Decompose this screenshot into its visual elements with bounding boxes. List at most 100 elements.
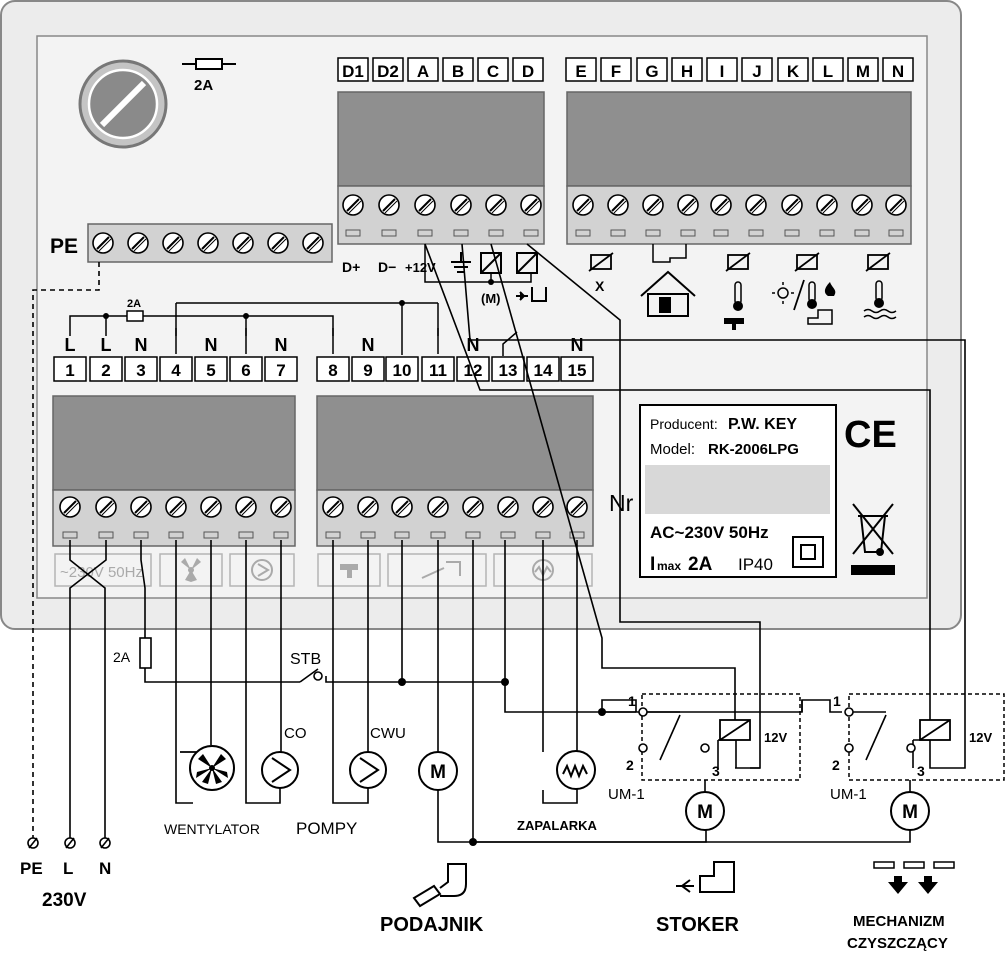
um1-2-label: UM-1: [830, 786, 867, 803]
marking-box-tap: [317, 553, 381, 587]
label-m-motor: (M): [481, 291, 501, 306]
sensor-icon-floor: [865, 252, 891, 272]
screw-terminal-l[interactable]: [816, 194, 838, 216]
relay-coil-icon-d: [516, 252, 538, 274]
weee-bin-icon: [851, 503, 895, 575]
screw-terminal-2[interactable]: [95, 496, 117, 518]
screw-terminal-b[interactable]: [450, 194, 472, 216]
terminal-number-11: 11: [429, 361, 447, 380]
screw-terminal-12[interactable]: [462, 496, 484, 518]
screw-terminal-k[interactable]: [781, 194, 803, 216]
top-box-d1: [337, 57, 369, 82]
model-value: RK-2006LPG: [708, 441, 799, 458]
screw-terminal-e[interactable]: [572, 194, 594, 216]
internal-fuse-rating: 2A: [127, 298, 141, 310]
top-label-b: B: [452, 62, 464, 81]
screw-terminal-d2[interactable]: [378, 194, 400, 216]
feeder-icon: [412, 863, 467, 908]
screw-terminal-m[interactable]: [851, 194, 873, 216]
pe-screw-6[interactable]: [267, 232, 289, 254]
screw-terminal-f[interactable]: [607, 194, 629, 216]
um1-2-12v: 12V: [969, 730, 992, 745]
stoker-small-icon: [516, 287, 547, 302]
screw-terminal-g[interactable]: [642, 194, 664, 216]
screw-terminal-13[interactable]: [497, 496, 519, 518]
screw-terminal-9[interactable]: [357, 496, 379, 518]
screw-terminal-14[interactable]: [532, 496, 554, 518]
igniter-heater-icon: [556, 750, 596, 790]
fuse-holder-icon: [78, 59, 168, 149]
label-x: X: [595, 278, 605, 294]
cleaning-motor-icon: [890, 791, 930, 831]
pompy-label: POMPY: [296, 819, 357, 838]
producer-key: Producent:: [650, 416, 718, 432]
screw-terminal-11[interactable]: [427, 496, 449, 518]
top-box-a: [407, 57, 439, 82]
imax-symbol: I: [650, 554, 655, 575]
screw-terminal-h[interactable]: [677, 194, 699, 216]
top-label-l: L: [823, 62, 833, 81]
marking-box-feeder: [387, 553, 487, 587]
screw-terminal-4[interactable]: [165, 496, 187, 518]
imax-subscript: max: [657, 559, 681, 573]
screw-terminal-1[interactable]: [59, 496, 81, 518]
terminal-number-9: 9: [363, 361, 372, 380]
top-box-e: [565, 57, 597, 82]
terminal-number-box-3: [124, 356, 158, 382]
water-thermometer-icon: [863, 280, 897, 320]
um1-1-contacts: [638, 707, 710, 753]
screw-terminal-a[interactable]: [414, 194, 436, 216]
terminal-number-6: 6: [241, 361, 250, 380]
terminal-number-box-7: [264, 356, 298, 382]
top-label-m: M: [856, 62, 870, 81]
screw-terminal-3[interactable]: [130, 496, 152, 518]
um1-1-relay-coil-icon: [719, 719, 751, 741]
wentylator-label: WENTYLATOR: [164, 821, 260, 837]
func-label-3: N: [135, 335, 148, 355]
fuse-symbol-icon: [182, 58, 236, 70]
screw-terminal-d[interactable]: [520, 194, 542, 216]
terminal-number-box-2: [89, 356, 123, 382]
pe-screw-5[interactable]: [232, 232, 254, 254]
top-box-k: [777, 57, 809, 82]
pe-screw-1[interactable]: [92, 232, 114, 254]
serial-number-label: Nr: [609, 490, 634, 516]
top-box-l: [812, 57, 844, 82]
screw-terminal-8[interactable]: [322, 496, 344, 518]
sensor-icon-boiler: [794, 252, 820, 272]
marking-box-pump: [229, 553, 295, 587]
screw-terminal-15[interactable]: [566, 496, 588, 518]
pe-screw-2[interactable]: [127, 232, 149, 254]
pe-screw-3[interactable]: [162, 232, 184, 254]
stoker-motor-label: M: [697, 802, 713, 823]
um1-1-pin3: 3: [712, 763, 720, 779]
fan-marking-icon: [181, 558, 201, 582]
pe-screw-7[interactable]: [302, 232, 324, 254]
screw-terminal-i[interactable]: [710, 194, 732, 216]
screw-terminal-n[interactable]: [885, 194, 907, 216]
top-box-c: [477, 57, 509, 82]
top-box-n: [882, 57, 914, 82]
stb-contact-icon: [313, 671, 323, 681]
screw-terminal-10[interactable]: [391, 496, 413, 518]
um1-module-1: [641, 693, 801, 781]
terminal-number-box-12: [456, 356, 490, 382]
marking-box-fan: [159, 553, 223, 587]
screw-terminal-6[interactable]: [235, 496, 257, 518]
podajnik-label: PODAJNIK: [380, 914, 484, 936]
screw-terminal-5[interactable]: [200, 496, 222, 518]
um1-module-2: [848, 693, 1005, 781]
czyszczacy-label: CZYSZCZĄCY: [847, 935, 948, 952]
screw-terminal-7[interactable]: [270, 496, 292, 518]
pe-screw-4[interactable]: [197, 232, 219, 254]
screw-terminal-d1[interactable]: [342, 194, 364, 216]
cleaning-motor-label: M: [902, 802, 918, 823]
terminal-number-box-10: [385, 356, 419, 382]
top-label-k: K: [787, 62, 800, 81]
connector-block-d1-d: [337, 91, 545, 187]
cleaning-mechanism-icon: [873, 861, 955, 894]
pe-bar-label: PE: [50, 235, 78, 258]
screw-terminal-c[interactable]: [485, 194, 507, 216]
screw-terminal-j[interactable]: [745, 194, 767, 216]
